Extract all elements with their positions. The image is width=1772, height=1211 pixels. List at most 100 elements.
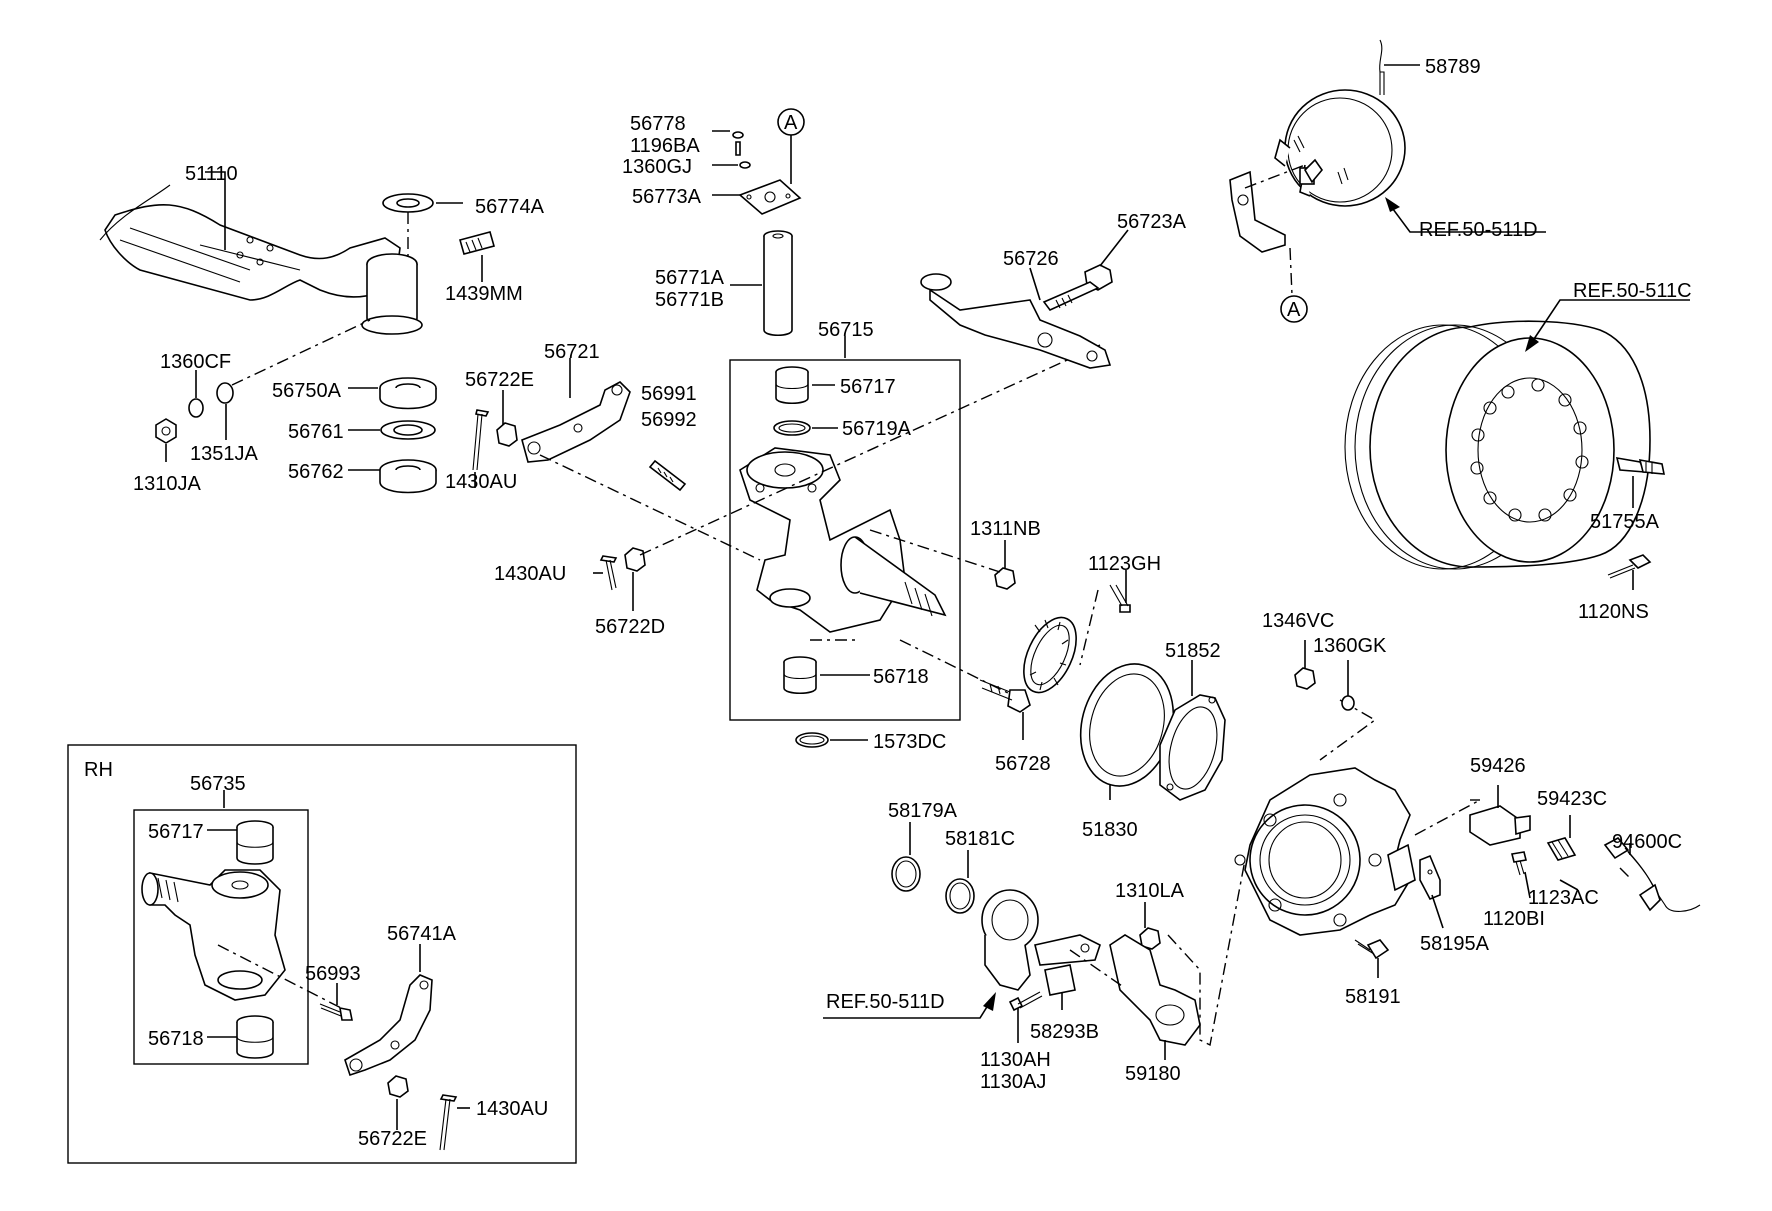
rh-label-56722e: 56722E: [358, 1128, 427, 1150]
label-59180: 59180: [1125, 1063, 1181, 1085]
rh-label-56993: 56993: [305, 963, 361, 985]
leader-lines: [165, 64, 1634, 1130]
label-51110: 51110: [185, 163, 238, 185]
king-pin-cap: [732, 131, 802, 215]
label-1123ac: 1123AC: [1528, 887, 1599, 909]
rh-label-1430au: 1430AU: [476, 1098, 548, 1120]
label-56728: 56728: [995, 753, 1051, 775]
brake-chamber: [1274, 39, 1406, 207]
bracket-58293b: [1044, 964, 1076, 996]
label-1360gj: 1360GJ: [622, 156, 692, 178]
brake-spider: [1234, 767, 1416, 936]
cotter-pin-1430au-top: [472, 409, 490, 471]
bushing-56718: [783, 656, 817, 695]
ref-pointer-bottom: [823, 992, 996, 1019]
washer-1351ja: [216, 382, 234, 404]
label-1130ah: 1130AH: [980, 1049, 1051, 1071]
label-56992: 56992: [641, 409, 697, 431]
label-56771a: 56771A: [655, 267, 725, 289]
label-1360cf: 1360CF: [160, 351, 231, 373]
bracket-58195a: [1419, 854, 1441, 901]
steering-knuckle: [739, 447, 947, 633]
label-56721: 56721: [544, 341, 600, 363]
rh-label-56717: 56717: [148, 821, 204, 843]
label-56715: 56715: [818, 319, 874, 341]
abs-sensor-bracket-59426: [1469, 805, 1531, 846]
label-58181c: 58181C: [945, 828, 1015, 850]
label-56722e: 56722E: [465, 369, 534, 391]
rh-label-56741a: 56741A: [387, 923, 457, 945]
part-labels: 51110 56774A 1439MM 1360CF 56750A 56761 …: [133, 56, 1692, 1150]
label-1310ja: 1310JA: [133, 473, 201, 495]
label-1430au-top: 1430AU: [445, 471, 517, 493]
rh-bushing-56717: [236, 820, 274, 865]
wheel-stud-51755a: [1615, 457, 1665, 475]
washer-1360gk: [1341, 695, 1355, 711]
grease-nipple: [459, 231, 495, 255]
ref-label-bottom: REF.50-511D: [826, 991, 945, 1013]
tie-rod-arm-56726: [920, 273, 1112, 369]
label-56723a: 56723A: [1117, 211, 1187, 233]
sensor-sleeve-59423c: [1546, 837, 1577, 861]
seal-51830: [1079, 663, 1175, 787]
ref-pointer-drum: [1525, 299, 1690, 352]
label-1130aj: 1130AJ: [980, 1071, 1046, 1093]
seal-1573dc: [795, 732, 829, 748]
rh-bolt-56993: [319, 1003, 353, 1021]
rh-cotter-pin-1430au: [439, 1094, 458, 1151]
label-94600c: 94600C: [1612, 831, 1682, 853]
ref-marker-a-top-label: A: [784, 112, 798, 134]
ref-pointer-top: [1385, 197, 1546, 233]
bolt-1120bi: [1511, 851, 1527, 876]
label-56750a: 56750A: [272, 380, 342, 402]
chamber-bracket-59180: [1109, 934, 1201, 1046]
label-56762: 56762: [288, 461, 344, 483]
bushing-56717: [775, 366, 809, 405]
rh-steering-arm-56741a: [344, 974, 433, 1077]
seal-ring-teeth: [1023, 616, 1077, 694]
label-1196ba: 1196BA: [630, 135, 700, 157]
label-51830: 51830: [1082, 819, 1138, 841]
bolt-58191: [1354, 939, 1390, 960]
ball-stud-56992: [648, 459, 687, 492]
rh-knuckle-frame: [133, 809, 309, 1065]
label-56726: 56726: [1003, 248, 1059, 270]
label-1573dc: 1573DC: [873, 731, 946, 753]
label-56778: 56778: [630, 113, 686, 135]
bolt-56723a: [1042, 264, 1113, 311]
label-1123gh: 1123GH: [1088, 553, 1161, 575]
gasket-51852: [1159, 694, 1226, 801]
rh-bushing-56718: [236, 1015, 274, 1059]
cotter-pin-1430au-mid: [599, 555, 618, 591]
label-56771b: 56771B: [655, 289, 724, 311]
label-1311nb: 1311NB: [970, 518, 1041, 540]
label-59423c: 59423C: [1537, 788, 1607, 810]
label-56719a: 56719A: [842, 418, 912, 440]
label-1120ns: 1120NS: [1578, 601, 1649, 623]
brake-drum: [1344, 320, 1651, 570]
label-58195a: 58195A: [1420, 933, 1490, 955]
ring-58179a: [891, 856, 921, 892]
label-56773a: 56773A: [632, 186, 702, 208]
label-1351ja: 1351JA: [190, 443, 258, 465]
label-58789: 58789: [1425, 56, 1481, 78]
lock-washer-1360cf: [188, 398, 204, 418]
label-1439mm: 1439MM: [445, 283, 523, 305]
label-1360gk: 1360GK: [1313, 635, 1387, 657]
label-56722d: 56722D: [595, 616, 665, 638]
castle-nut-56722e: [496, 422, 518, 447]
chamber-bracket: [1229, 170, 1286, 253]
wheel-speed-sensor-94600c: [1603, 836, 1701, 912]
axle-beam: [99, 184, 423, 335]
bolt-1123gh: [1109, 584, 1131, 613]
nut-1346vc: [1294, 667, 1316, 690]
rh-steering-knuckle: [141, 869, 286, 1001]
thrust-washer: [382, 193, 434, 213]
bolt-1120ns: [1607, 554, 1652, 579]
knuckle-group-frame: [729, 359, 961, 721]
slack-adjuster: [981, 889, 1101, 991]
seal-56719a: [773, 420, 811, 436]
rh-label-56735: 56735: [190, 773, 246, 795]
